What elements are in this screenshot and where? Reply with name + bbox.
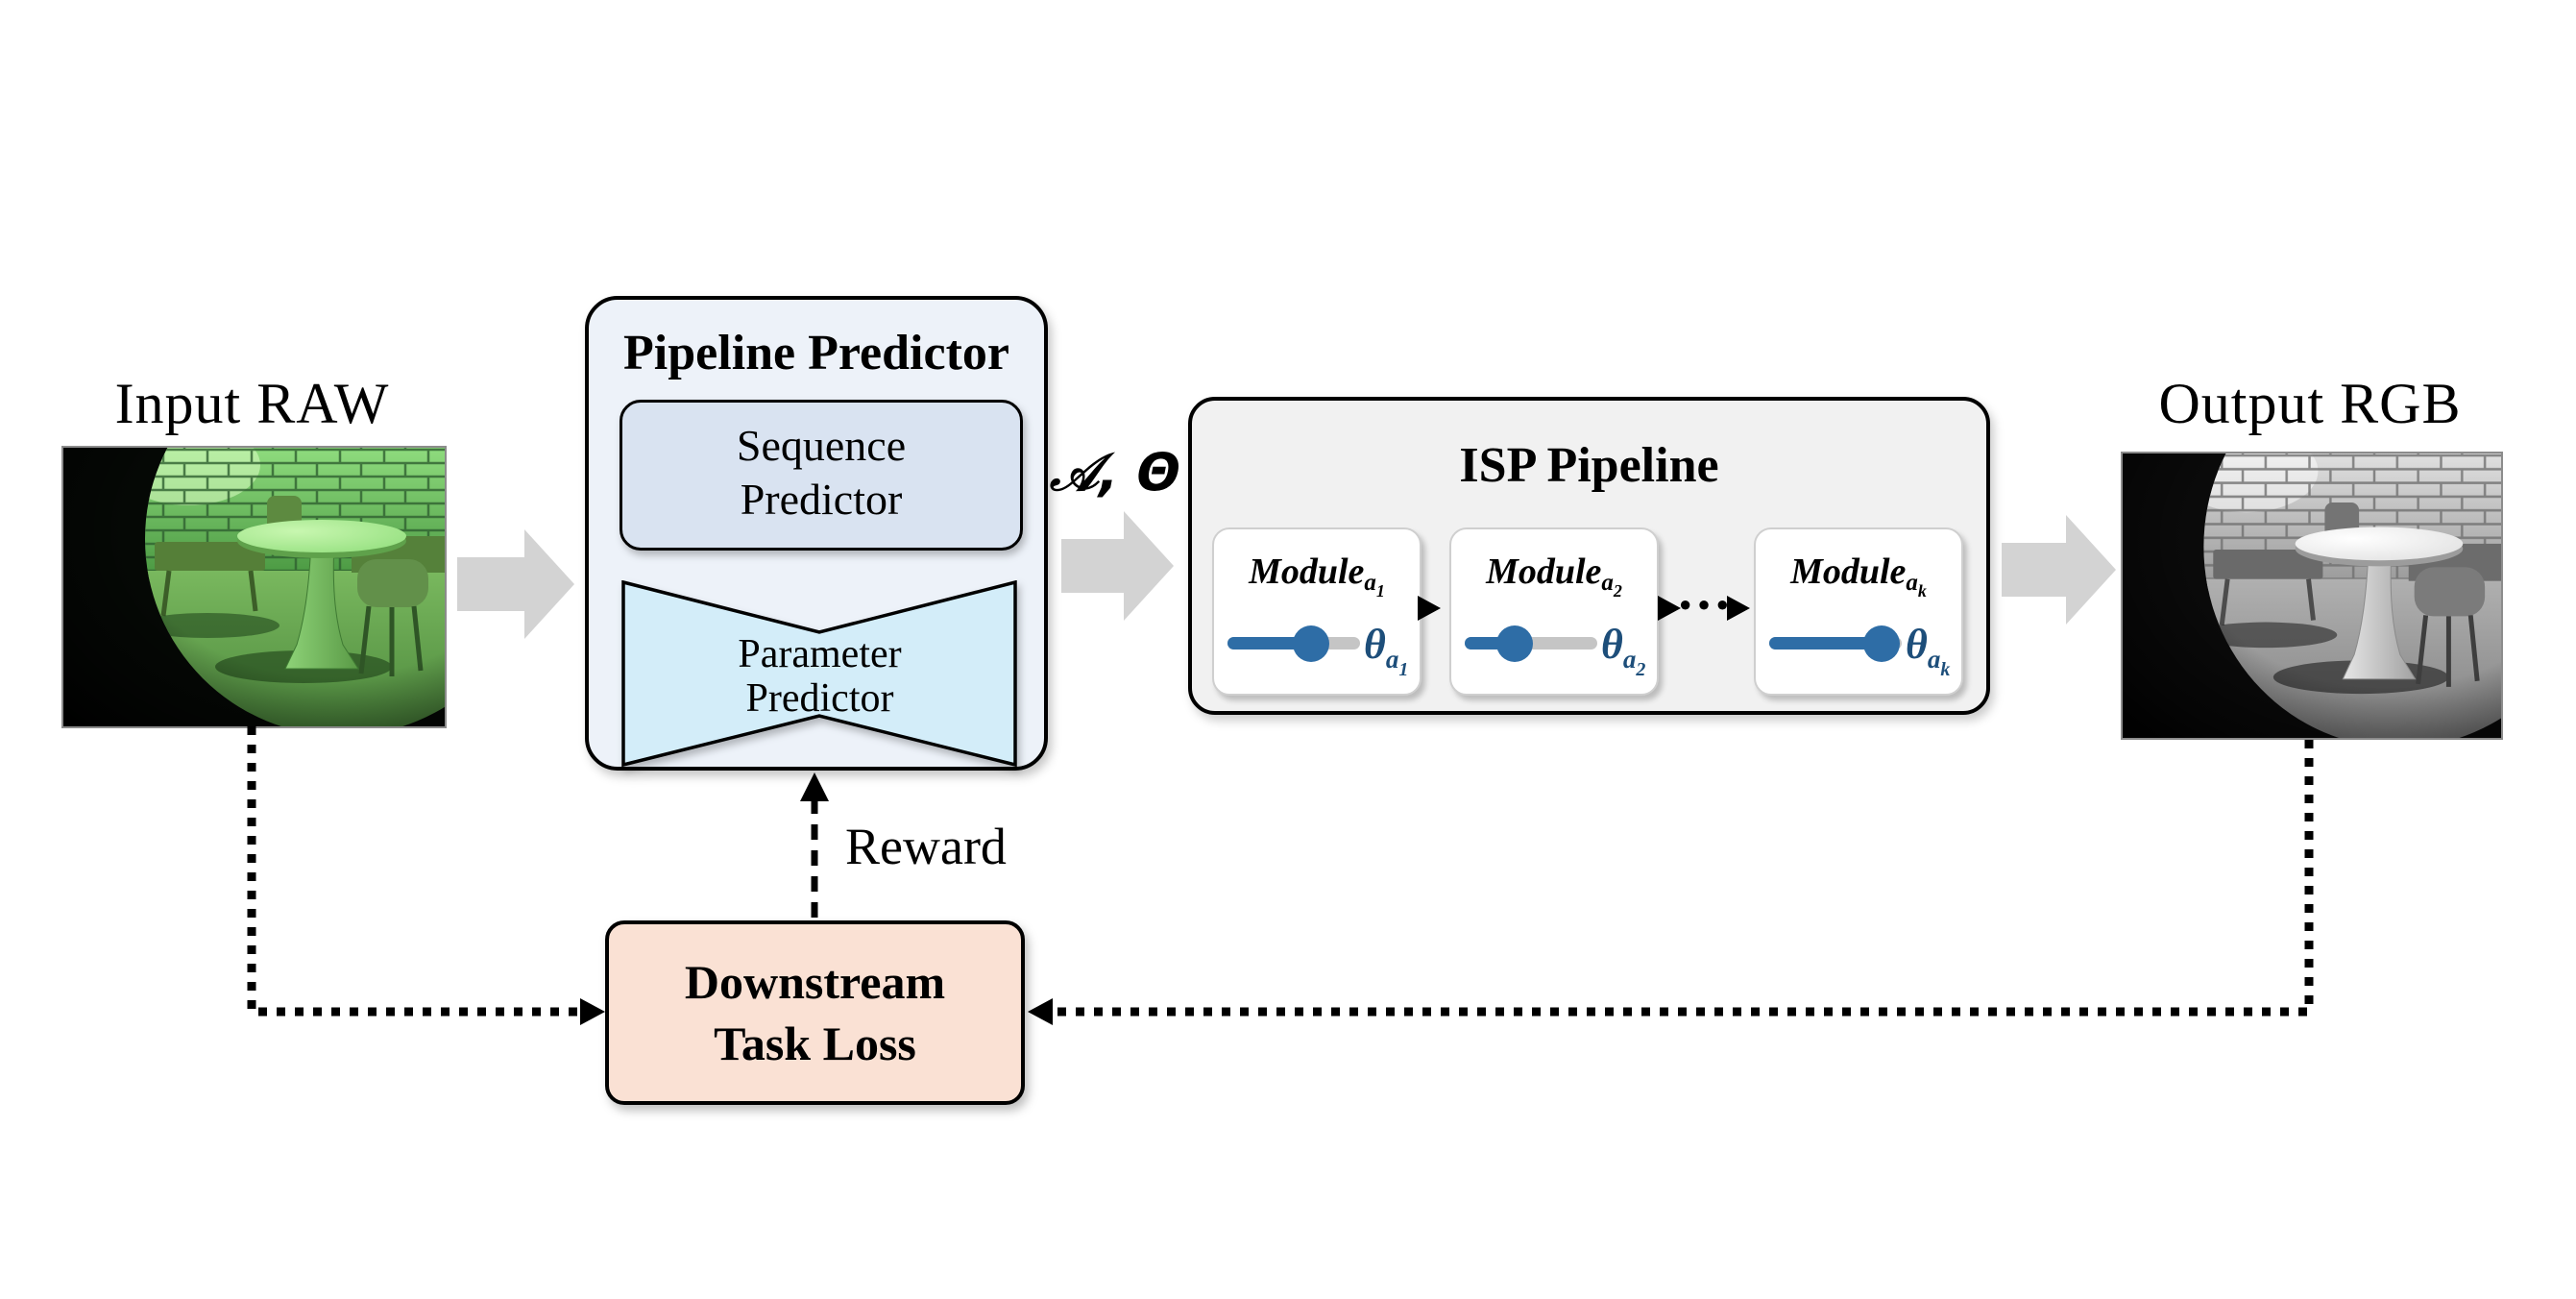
parameter-predictor-label-line2: Predictor — [745, 676, 894, 721]
module-name: Module — [1486, 551, 1602, 592]
arrowhead-reward-icon — [800, 772, 829, 801]
theta-subscript-index: 1 — [1398, 659, 1409, 680]
module-ak-label: Moduleak — [1756, 551, 1961, 601]
module-card-a2: Modulea2 θa2 — [1449, 527, 1659, 696]
module-subscript-index: 2 — [1613, 581, 1622, 600]
downstream-task-loss-box: Downstream Task Loss — [605, 920, 1025, 1105]
module-card-ak: Moduleak θak — [1754, 527, 1963, 696]
input-raw-label: Input RAW — [114, 372, 390, 435]
arrowhead-into-loss-right-icon — [1028, 998, 1053, 1025]
pipeline-predictor-title: Pipeline Predictor — [623, 326, 1009, 380]
parameter-predictor-bowtie-icon — [621, 580, 1017, 768]
downstream-task-loss-line1: Downstream — [684, 955, 946, 1009]
slider-knob[interactable] — [1292, 625, 1329, 662]
module-a2-label: Modulea2 — [1451, 551, 1657, 601]
theta-subscript: a — [1927, 645, 1941, 674]
module-a1-slider[interactable] — [1214, 529, 1420, 694]
theta-subscript-index: 2 — [1636, 659, 1646, 680]
sequence-predictor-label-line2: Predictor — [740, 475, 903, 524]
module-card-a1: Modulea1 θa1 — [1212, 527, 1422, 696]
parameter-predictor-label-line1: Parameter — [738, 632, 902, 676]
parameter-predictor-shape: Parameter Predictor — [621, 580, 1018, 771]
theta-subscript: a — [1622, 645, 1637, 674]
block-arrow-input-to-predictor-icon — [457, 529, 574, 639]
dotted-line-input-to-loss — [247, 726, 578, 1017]
input-raw-image — [61, 446, 447, 728]
theta-subscript: a — [1385, 645, 1399, 674]
module-ellipsis: ··· — [1675, 574, 1733, 636]
theta-a2-label: θa2 — [1601, 620, 1645, 681]
module-a2-slider[interactable] — [1451, 529, 1657, 694]
slider-fill — [1227, 637, 1311, 650]
sequence-predictor-label-line1: Sequence — [736, 421, 907, 470]
downstream-task-loss-line2: Task Loss — [714, 1017, 916, 1070]
module-name: Module — [1249, 551, 1365, 592]
slider-knob[interactable] — [1863, 625, 1901, 662]
module-subscript: a — [1601, 570, 1614, 596]
theta-ak-label: θak — [1906, 620, 1950, 681]
slider-knob[interactable] — [1496, 625, 1534, 662]
block-arrow-isp-to-output-icon — [2002, 515, 2116, 625]
sequence-predictor-label: Sequence Predictor — [622, 419, 1020, 527]
dotted-line-output-to-loss — [1055, 740, 2314, 1017]
module-subscript-index: k — [1917, 581, 1927, 600]
module-name: Module — [1790, 551, 1907, 592]
arrowhead-into-loss-left-icon — [580, 998, 605, 1025]
module-a1-label: Modulea1 — [1214, 551, 1420, 601]
isp-pipeline-title: ISP Pipeline — [1459, 438, 1719, 493]
reward-label: Reward — [845, 818, 1007, 875]
isp-pipeline-box: ISP Pipeline Modulea1 θa1 Modulea2 — [1188, 397, 1990, 715]
slider-fill — [1769, 637, 1883, 650]
output-rgb-label: Output RGB — [2158, 372, 2462, 435]
action-parameter-set-label: 𝒜, Θ — [1049, 442, 1181, 502]
module-ak-slider[interactable] — [1756, 529, 1961, 694]
theta-symbol: θ — [1601, 621, 1623, 668]
theta-a1-label: θa1 — [1364, 620, 1408, 681]
sequence-predictor-box: Sequence Predictor — [620, 400, 1023, 551]
pipeline-predictor-box: Pipeline Predictor Sequence Predictor Pa… — [585, 296, 1048, 771]
downstream-task-loss-label: Downstream Task Loss — [609, 951, 1021, 1074]
module-subscript: a — [1906, 570, 1918, 596]
theta-symbol: θ — [1364, 621, 1386, 668]
theta-subscript-index: k — [1940, 659, 1951, 680]
block-arrow-predictor-to-isp-icon — [1061, 511, 1174, 621]
module-subscript: a — [1364, 570, 1376, 596]
output-rgb-image — [2121, 452, 2503, 740]
parameter-predictor-label: Parameter Predictor — [621, 632, 1018, 721]
module-subscript-index: 1 — [1375, 581, 1385, 600]
theta-symbol: θ — [1906, 621, 1928, 668]
